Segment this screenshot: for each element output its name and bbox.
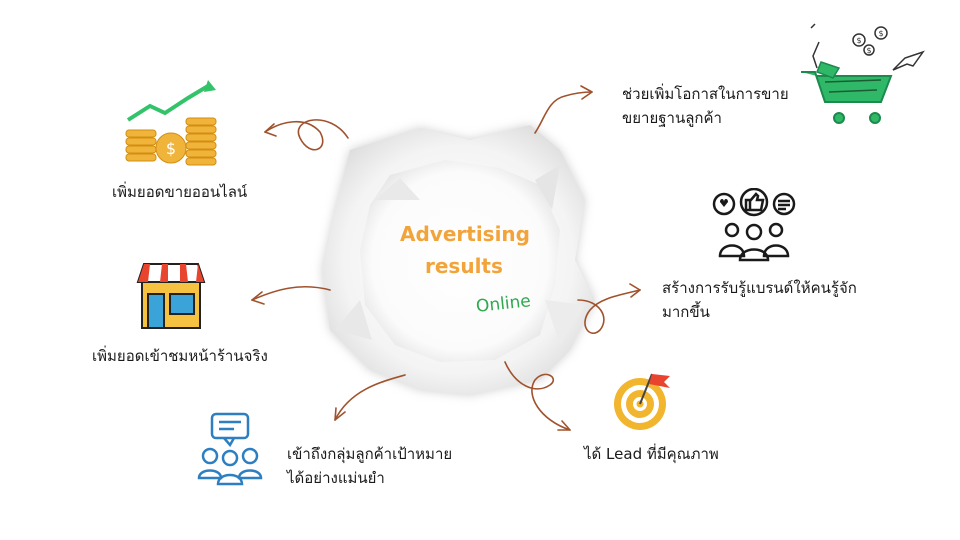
label-sales-line1: ช่วยเพิ่มโอกาสในการขาย: [622, 85, 789, 103]
svg-text:$: $: [866, 46, 871, 55]
arrow-to-sales: [534, 91, 593, 134]
label-target-line2: ได้อย่างแม่นยำ: [287, 469, 385, 487]
label-sales-opportunity: ช่วยเพิ่มโอกาสในการขาย ขยายฐานลูกค้า: [622, 82, 789, 130]
label-store-visits: เพิ่มยอดเข้าชมหน้าร้านจริง: [92, 347, 268, 365]
storefront-icon: [136, 263, 206, 329]
audience-chat-icon: [197, 412, 263, 486]
center-title-line1: Advertising: [400, 222, 530, 246]
social-reaction-icon: [712, 188, 796, 262]
label-brand-line2: มากขึ้น: [662, 303, 710, 321]
coins-growth-icon: $: [125, 80, 217, 166]
shopping-cart-icon: $ $ $: [801, 23, 925, 124]
label-sales-line2: ขยายฐานลูกค้า: [622, 109, 722, 127]
label-target-line1: เข้าถึงกลุ่มลูกค้าเป้าหมาย: [287, 445, 453, 463]
arrow-to-store: [251, 285, 331, 301]
svg-text:$: $: [166, 139, 176, 158]
arrow-to-lead: [504, 361, 571, 431]
label-target-customers: เข้าถึงกลุ่มลูกค้าเป้าหมาย ได้อย่างแม่นย…: [287, 442, 452, 490]
arrow-to-brand: [577, 289, 641, 334]
center-title-line2: results: [425, 254, 503, 278]
target-flag-icon: [614, 373, 670, 430]
label-brand-awareness: สร้างการรับรู้แบรนด์ให้คนรู้จัก มากขึ้น: [662, 276, 857, 324]
arrow-to-target: [334, 374, 406, 421]
arrow-to-online-sales: [264, 119, 349, 151]
svg-text:$: $: [878, 29, 883, 38]
label-quality-lead: ได้ Lead ที่มีคุณภาพ: [584, 445, 719, 463]
svg-text:$: $: [856, 36, 861, 45]
label-online-sales: เพิ่มยอดขายออนไลน์: [112, 183, 248, 201]
label-brand-line1: สร้างการรับรู้แบรนด์ให้คนรู้จัก: [662, 279, 857, 297]
